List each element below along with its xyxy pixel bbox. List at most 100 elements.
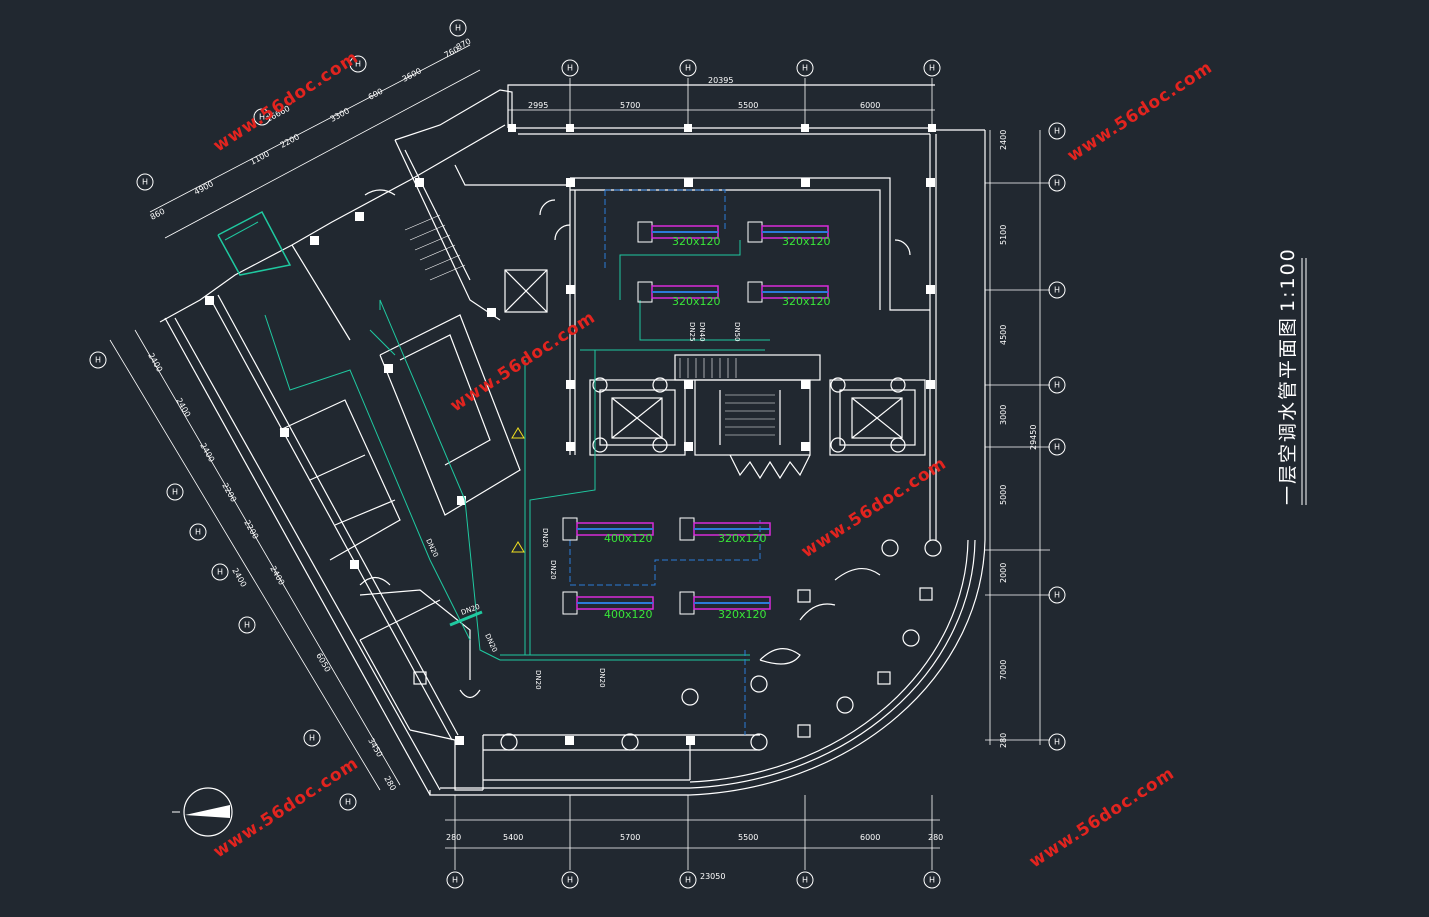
pipe-label: DN20 [534, 670, 542, 690]
dim-text-bottom: 280 5400 5700 5500 6000 280 23050 [446, 833, 943, 881]
condensate-pipes [569, 189, 761, 735]
duct-label: 400x120 [604, 532, 653, 545]
dim-value: 5700 [620, 833, 640, 842]
dim-value: 2995 [528, 101, 548, 110]
axis-label: H [1054, 738, 1060, 747]
dim-value: 5700 [620, 101, 640, 110]
main-pipe-segment [449, 610, 483, 627]
duct-label: 320x120 [782, 295, 831, 308]
building-walls [159, 84, 986, 796]
dim-value: 870 [455, 37, 473, 52]
axis-label: H [195, 528, 201, 537]
drawing-title: 一层空调水管平面图 [1277, 316, 1299, 505]
pipe-label: DN25 [688, 322, 696, 342]
dim-value: 6000 [860, 833, 880, 842]
axis-bubbles [89, 19, 1066, 889]
round-columns [413, 377, 942, 751]
fcu-3 [637, 281, 719, 303]
dim-value: 3000 [999, 405, 1008, 425]
dim-value: 280 [446, 833, 461, 842]
pipe-label: DN50 [733, 322, 741, 342]
duct-label: 320x120 [718, 608, 767, 621]
pipe-label: DN20 [598, 668, 606, 688]
axis-label: H [1054, 286, 1060, 295]
structural-columns [205, 124, 936, 745]
chilled-water-pipes [217, 210, 770, 661]
axis-label: H [95, 356, 101, 365]
dim-value: 6050 [314, 652, 332, 674]
axis-label: H [244, 621, 250, 630]
watermark-text: www.56doc.com [447, 307, 600, 416]
pipe-size-labels: DN25 DN40 DN50 DN20 DN20 DN20 DN20 DN20 … [424, 322, 741, 690]
dim-value: 2400 [999, 130, 1008, 150]
north-arrow-icon [172, 787, 233, 837]
axis-label: H [1054, 127, 1060, 136]
duct-label: 320x120 [672, 235, 721, 248]
axis-label: H [1054, 591, 1060, 600]
axis-label: H [685, 876, 691, 885]
dim-value: 5400 [503, 833, 523, 842]
dim-value: 3600 [401, 66, 423, 84]
fcu-6 [679, 517, 771, 541]
axis-label: H [355, 60, 361, 69]
dim-value: 2000 [999, 563, 1008, 583]
dim-value: 5500 [738, 833, 758, 842]
pipe-label: DN20 [424, 537, 440, 558]
duct-size-labels: 320x120 320x120 320x120 320x120 400x120 … [604, 235, 831, 621]
pipe-label: DN20 [549, 560, 557, 580]
valve-markers [511, 427, 525, 553]
dim-value: 5100 [999, 225, 1008, 245]
axis-label: H [217, 568, 223, 577]
axis-label: H [929, 64, 935, 73]
dim-value: 860 [149, 207, 167, 222]
dimension-lines [109, 44, 1050, 870]
axis-bubble-labels: H H H H H H H H H H H H H H H H H H H H … [95, 24, 1060, 885]
dim-value: 4900 [193, 179, 215, 197]
fan-coil-units [562, 221, 829, 615]
fcu-4 [747, 281, 829, 303]
dim-value: 2400 [146, 352, 164, 374]
dim-total: 20395 [708, 76, 733, 85]
axis-label: H [455, 24, 461, 33]
dim-value: 3300 [329, 106, 351, 124]
fcu-5 [562, 517, 654, 541]
dim-value: 280 [999, 733, 1008, 748]
dim-value: 7000 [999, 660, 1008, 680]
dim-value: 3450 [366, 737, 384, 759]
dim-value: 4500 [999, 325, 1008, 345]
drawing-scale: 1:100 [1277, 247, 1299, 312]
axis-label: H [685, 64, 691, 73]
fcu-2 [747, 221, 829, 243]
axis-label: H [567, 876, 573, 885]
dim-value: 1100 [249, 149, 271, 167]
dim-value: 2400 [230, 567, 248, 589]
axis-label: H [802, 64, 808, 73]
axis-label: H [1054, 179, 1060, 188]
axis-label: H [802, 876, 808, 885]
axis-label: H [1054, 381, 1060, 390]
duct-label: 320x120 [672, 295, 721, 308]
watermark-text: www.56doc.com [798, 453, 951, 562]
watermark-text: www.56doc.com [210, 753, 363, 862]
dim-value: 2400 [174, 397, 192, 419]
dim-total: 29450 [1029, 425, 1038, 450]
dim-value: 2200 [279, 132, 301, 150]
drawing-title-block: 一层空调水管平面图 1:100 [1277, 247, 1307, 505]
duct-label: 400x120 [604, 608, 653, 621]
dim-text-top: 2995 5700 5500 6000 20395 [528, 76, 880, 110]
watermarks: www.56doc.com www.56doc.com www.56doc.co… [210, 47, 1217, 872]
watermark-text: www.56doc.com [1064, 57, 1217, 166]
watermark-text: www.56doc.com [1026, 763, 1179, 872]
axis-label: H [309, 734, 315, 743]
dim-value: 5500 [738, 101, 758, 110]
axis-label: H [142, 178, 148, 187]
pipe-label: DN20 [541, 528, 549, 548]
axis-label: H [452, 876, 458, 885]
dim-value: 5000 [999, 485, 1008, 505]
dim-value: 2200 [242, 519, 260, 541]
dim-value: 280 [928, 833, 943, 842]
dim-value: 2200 [220, 482, 238, 504]
axis-label: H [259, 113, 265, 122]
dim-total: 23050 [700, 872, 725, 881]
